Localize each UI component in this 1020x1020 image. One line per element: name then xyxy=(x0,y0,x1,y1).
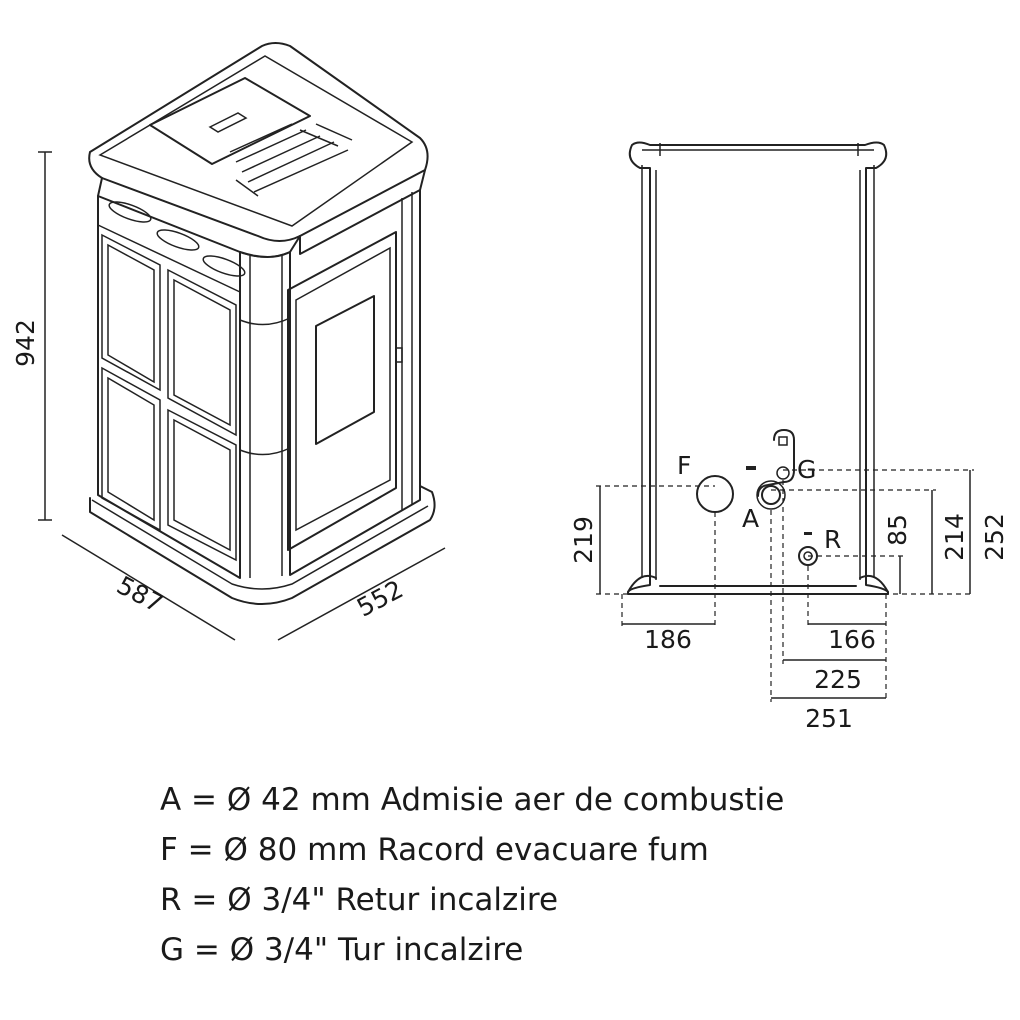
top-hatch-panel xyxy=(149,77,311,165)
stove-right-column xyxy=(401,192,413,510)
dim-height-942: 942 xyxy=(11,319,40,367)
stove-corner-column xyxy=(239,251,291,456)
dim-186: 186 xyxy=(644,625,692,654)
dim-251: 251 xyxy=(805,704,853,733)
side-door xyxy=(287,231,397,551)
label-f: F xyxy=(677,451,691,480)
dim-depth-587: 587 xyxy=(112,570,168,618)
stove-perspective-view xyxy=(88,42,436,605)
dim-214: 214 xyxy=(940,513,969,561)
door-handle xyxy=(395,347,403,363)
side-door-window xyxy=(315,295,375,445)
back-top-rail xyxy=(627,141,889,595)
legend-item-g: G = Ø 3/4" Tur incalzire xyxy=(160,932,524,968)
label-r: R xyxy=(824,525,841,554)
stove-side-body xyxy=(289,189,421,576)
stove-back-view xyxy=(627,141,889,595)
stove-top-side-lip xyxy=(299,169,426,255)
connection-legend: A = Ø 42 mm Admisie aer de combustie F =… xyxy=(160,775,784,975)
back-dimension-lines xyxy=(596,469,974,702)
connection-a-air xyxy=(761,485,781,505)
dim-252: 252 xyxy=(980,513,1009,561)
dim-166: 166 xyxy=(828,625,876,654)
front-vent-ovals xyxy=(108,201,246,277)
legend-item-f: F = Ø 80 mm Racord evacuare fum xyxy=(160,832,709,868)
perspective-dimension-lines xyxy=(38,151,446,641)
connection-g-flow xyxy=(757,429,795,497)
top-control-grille xyxy=(229,123,353,197)
dim-219: 219 xyxy=(569,516,598,564)
legend-item-r: R = Ø 3/4" Retur incalzire xyxy=(160,882,559,918)
connection-f-flue xyxy=(696,475,734,513)
dim-width-552: 552 xyxy=(352,574,408,622)
top-display xyxy=(208,112,248,133)
legend-item-a: A = Ø 42 mm Admisie aer de combustie xyxy=(160,782,785,818)
stove-top-inner xyxy=(98,55,414,227)
label-a: A xyxy=(742,504,759,533)
label-g: G xyxy=(797,455,816,484)
back-feet xyxy=(627,574,889,593)
dim-225: 225 xyxy=(814,665,862,694)
stove-front-body xyxy=(97,195,241,579)
dim-85: 85 xyxy=(883,514,912,546)
front-door-panels xyxy=(101,233,237,562)
stove-plinth xyxy=(89,485,436,605)
